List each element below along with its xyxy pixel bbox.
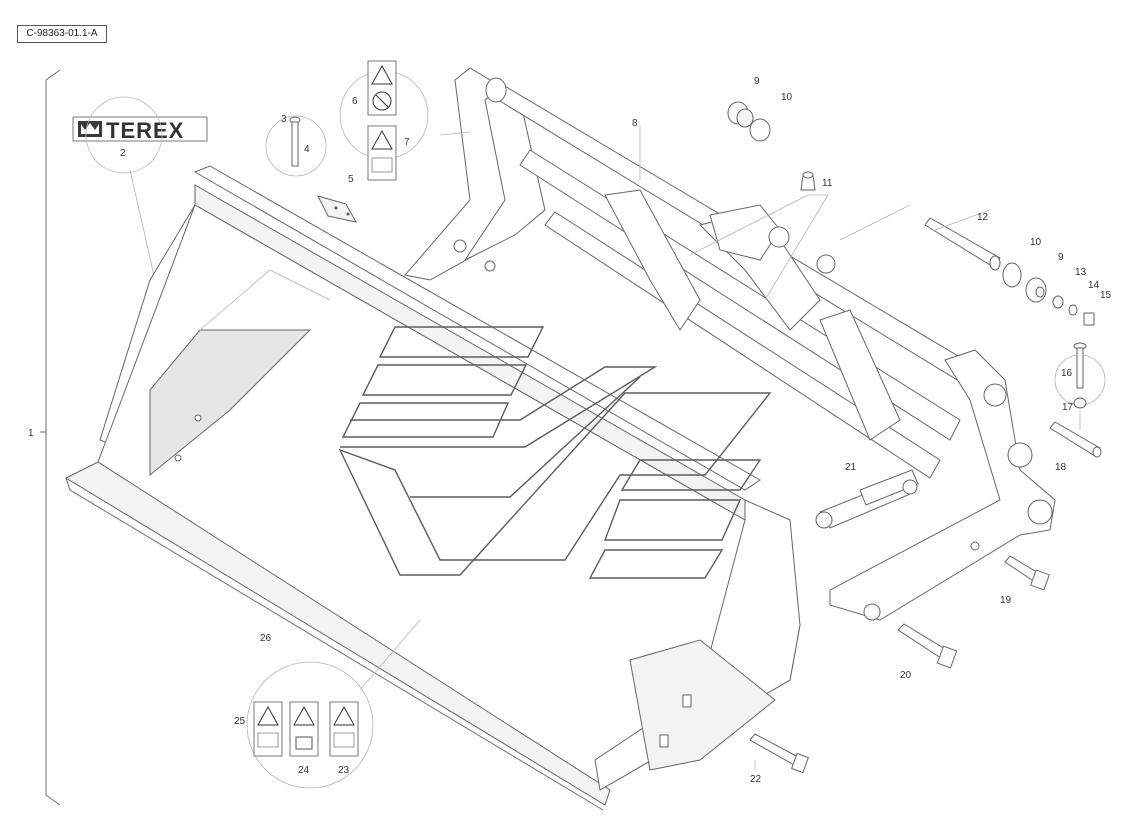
terex-crown-icon (78, 121, 102, 137)
pin-item-18 (1049, 421, 1102, 458)
warning-triangle-icon (371, 64, 393, 85)
callout-16: 16 (1061, 368, 1073, 379)
assembly-bracket (40, 69, 61, 806)
callout-26: 26 (260, 633, 272, 644)
callout-6: 6 (352, 96, 358, 107)
lock-icon (295, 736, 313, 750)
pin-item-20 (897, 623, 958, 669)
callout-21: 21 (845, 462, 857, 473)
warning-triangle-icon (257, 705, 279, 726)
callout-12: 12 (977, 212, 989, 223)
callout-10a: 10 (781, 92, 793, 103)
nut-item-17 (1073, 397, 1087, 409)
manual-book-icon (371, 157, 393, 173)
callout-25: 25 (234, 716, 246, 727)
pin-item-22 (749, 733, 810, 774)
decal-item-7 (367, 125, 397, 181)
callout-10b: 10 (1030, 237, 1042, 248)
callout-20: 20 (900, 670, 912, 681)
pin-item-19 (1004, 555, 1050, 591)
frame-item-8 (404, 67, 1056, 621)
warning-triangle-icon (293, 705, 315, 726)
callout-1: 1 (28, 428, 34, 439)
bushing-item-10 (749, 118, 771, 142)
bushing-item-9 (727, 101, 754, 128)
watermark (338, 326, 772, 579)
callout-14: 14 (1088, 280, 1100, 291)
decal-item-24 (289, 701, 319, 757)
callout-5: 5 (348, 174, 354, 185)
warning-triangle-icon (333, 705, 355, 726)
manual-book-icon (333, 732, 355, 748)
terex-logo: TEREX (72, 116, 208, 143)
washer-item-13 (1052, 295, 1064, 309)
terex-logo-text: TEREX (106, 118, 184, 143)
washer-item-14 (1068, 304, 1078, 316)
callout-15: 15 (1100, 290, 1112, 301)
cylinder-item-21 (815, 469, 919, 529)
bolt-item-16 (1073, 342, 1087, 389)
callout-13: 13 (1075, 267, 1087, 278)
bushing-item-9b (1025, 277, 1047, 303)
bushing-item-10b (1002, 262, 1022, 288)
grease-nipple-item-11 (800, 171, 816, 191)
callout-18: 18 (1055, 462, 1067, 473)
callout-4: 4 (304, 144, 310, 155)
callout-8: 8 (632, 118, 638, 129)
callout-2: 2 (120, 148, 126, 159)
callout-11: 11 (822, 178, 833, 189)
decal-item-23 (329, 701, 359, 757)
callout-17: 17 (1062, 402, 1074, 413)
leader-lines (439, 125, 1081, 770)
bolt-item-4 (289, 116, 301, 167)
bolt-item-15 (1083, 312, 1095, 326)
callout-9a: 9 (754, 76, 760, 87)
decal-item-6 (367, 60, 397, 116)
callout-22: 22 (750, 774, 762, 785)
callout-23: 23 (338, 765, 350, 776)
warning-triangle-icon (371, 129, 393, 150)
callout-3: 3 (281, 114, 287, 125)
callout-9b: 9 (1058, 252, 1064, 263)
manual-book-icon (257, 732, 279, 748)
drawing-reference: C-98363-01.1-A (17, 25, 107, 43)
callout-24: 24 (298, 765, 310, 776)
callout-19: 19 (1000, 595, 1012, 606)
decal-item-25 (253, 701, 283, 757)
callout-7: 7 (404, 137, 410, 148)
pin-item-12 (924, 217, 1001, 271)
